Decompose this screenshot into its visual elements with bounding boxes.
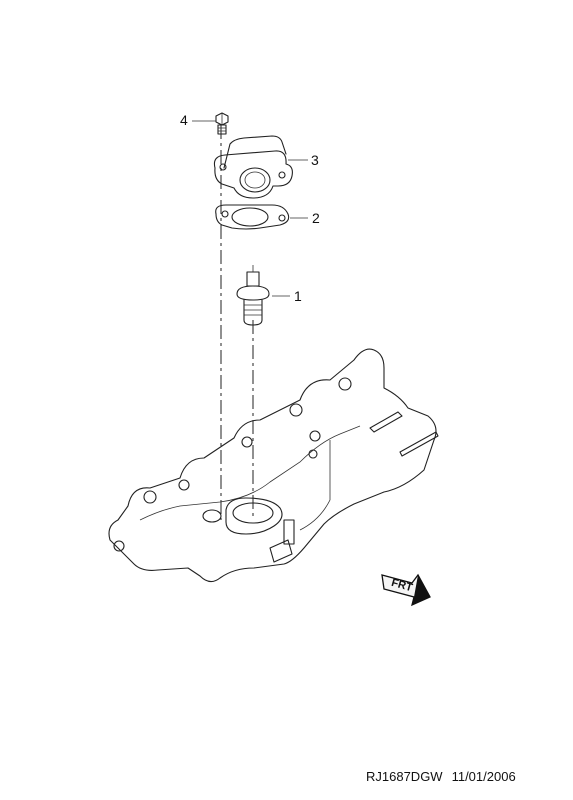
drawing-footer: RJ1687DGW 11/01/2006 [366, 769, 516, 784]
callout-thermostat-housing: 3 [311, 152, 319, 168]
callout-thermostat: 1 [294, 288, 302, 304]
drawing-date: 11/01/2006 [451, 769, 516, 784]
drawing-code: RJ1687DGW [366, 769, 443, 784]
bolt-leader-line [192, 120, 216, 122]
bolt-part [215, 112, 229, 135]
assembly-center-lines [220, 125, 254, 520]
thermostat-part [236, 265, 290, 326]
front-direction-arrow-icon [381, 573, 431, 607]
thermostat-housing-part [213, 135, 308, 199]
gasket-part [215, 204, 308, 230]
front-direction-label: FRT [390, 577, 414, 595]
callout-bolt: 4 [180, 112, 188, 128]
intake-manifold [108, 348, 439, 583]
callout-gasket: 2 [312, 210, 320, 226]
